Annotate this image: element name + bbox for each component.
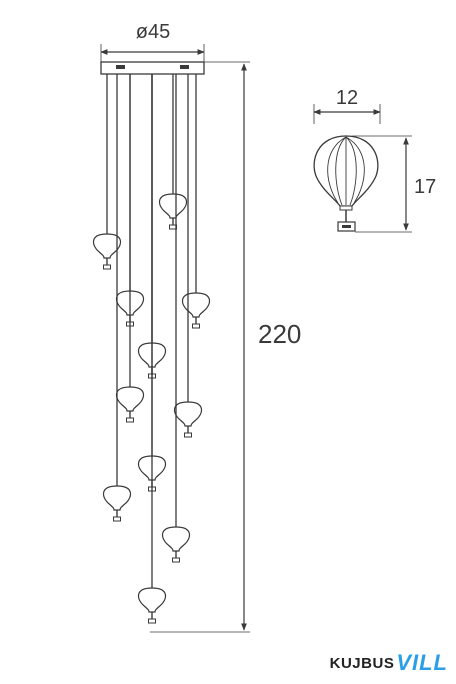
pendant-socket xyxy=(184,432,192,438)
pendant-socket xyxy=(172,557,180,563)
pendant-socket xyxy=(103,264,111,270)
pendant-socket xyxy=(192,323,200,329)
pendant-1 xyxy=(92,74,122,270)
canopy-diameter-dimension: ø45 xyxy=(100,21,205,62)
pendant-socket xyxy=(113,516,121,522)
pendant-11 xyxy=(137,74,167,624)
pendant-9 xyxy=(102,74,132,522)
pendant-socket xyxy=(148,618,156,624)
pendant-shade xyxy=(115,386,145,412)
canopy-diameter-label: ø45 xyxy=(136,21,170,43)
brand-name-blue: VILL xyxy=(396,650,448,675)
pendant-shade xyxy=(102,485,132,511)
total-height-dimension: 220 xyxy=(150,61,301,633)
ceiling-canopy xyxy=(100,61,205,75)
brand-name-dark: KUJBUS xyxy=(329,654,395,672)
brand-logo: KUJBUS VILL xyxy=(330,650,448,676)
pendant-7 xyxy=(173,74,203,438)
pendant-10 xyxy=(161,74,191,563)
pendant-4 xyxy=(158,74,188,230)
pendant-shade xyxy=(173,401,203,427)
shade-ribs xyxy=(327,136,365,206)
shade-height-label: 17 xyxy=(414,176,436,198)
pendant-group xyxy=(92,74,211,624)
pendant-6 xyxy=(115,74,145,423)
pendant-shade xyxy=(161,526,191,552)
total-height-label: 220 xyxy=(258,319,301,349)
pendant-5 xyxy=(181,74,211,329)
pendant-socket xyxy=(126,417,134,423)
pendant-shade xyxy=(137,587,167,613)
shade-detail: 12 17 xyxy=(313,87,436,233)
pendant-shade xyxy=(181,292,211,318)
pendant-shade xyxy=(158,193,188,219)
shade-width-label: 12 xyxy=(336,87,358,109)
